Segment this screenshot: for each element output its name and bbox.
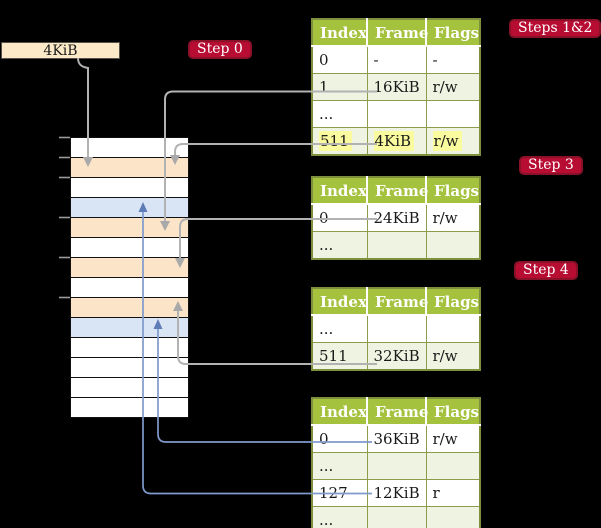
table-cell: r/w [425,424,481,453]
page-size-label: 4KiB [43,42,78,59]
header-cell-frame: Frame [367,398,428,426]
table-cell: 127 [311,479,368,507]
header-cell-frame: Frame [367,288,428,316]
table-cell: 0 [311,45,368,74]
table-cell [366,314,427,343]
header-cell-index: Index [312,19,368,47]
header-cell-frame: Frame [367,177,428,205]
table-cell: - [366,45,427,74]
memory-frame-peach [71,218,188,238]
table-cell: r/w [425,342,481,371]
memory-frame-blue [71,198,188,218]
memory-frame-white [71,178,188,198]
header-cell-index: Index [312,177,368,205]
table-cell: 32KiB [366,342,427,371]
memory-frame-peach [71,158,188,178]
memory-frame-peach [71,258,188,278]
header-cell-flags: Flags [426,19,480,47]
table-row: 0-- [311,45,481,74]
header-cell-flags: Flags [426,288,480,316]
table-cell: - [425,45,481,74]
table-cell: ... [311,314,368,343]
header-cell-index: Index [312,398,368,426]
table-cell: r/w [425,203,481,232]
memory-frame-peach [71,298,188,318]
header-cell-flags: Flags [426,398,480,426]
table-cell [366,506,427,528]
table-cell: 511 [311,127,368,156]
table-row: ... [311,452,481,480]
table-cell [366,100,427,128]
table-cell [425,452,481,480]
badge-step-4: Step 4 [514,261,578,280]
table-cell [425,314,481,343]
table-cell: 36KiB [366,424,427,453]
table-cell: 0 [311,424,368,453]
table-cell: ... [311,100,368,128]
table-cell [425,506,481,528]
table-cell: 16KiB [366,73,427,101]
memory-frame-white [71,398,188,417]
table-row: ... [311,231,481,260]
memory-frame-white [71,378,188,398]
physical-memory-stack [70,137,189,418]
table-cell: 0 [311,203,368,232]
table-cell: r/w [425,127,481,156]
header-cell-frame: Frame [367,19,428,47]
table-row: ... [311,100,481,128]
table-cell: ... [311,506,368,528]
table-cell: r [425,479,481,507]
table-cell [425,231,481,260]
table-cell: ... [311,231,368,260]
table-cell: 12KiB [366,479,427,507]
memory-frame-white [71,338,188,358]
badge-step-3: Step 3 [519,156,583,175]
memory-frame-blue [71,318,188,338]
table-row: ... [311,314,481,343]
table-cell [425,100,481,128]
memory-frame-white [71,278,188,298]
table-cell: r/w [425,73,481,101]
table-cell: 24KiB [366,203,427,232]
memory-frame-white [71,358,188,378]
table-cell: 4KiB [366,127,427,156]
address-tick-marks [59,136,70,299]
header-cell-flags: Flags [426,177,480,205]
badge-step-0: Step 0 [188,40,252,59]
page-size-box: 4KiB [1,42,120,59]
table-cell [366,452,427,480]
table-cell: 511 [311,342,368,371]
table-cell [366,231,427,260]
memory-frame-white [71,238,188,258]
table-cell: 1 [311,73,368,101]
table-row: ... [311,506,481,528]
badge-steps-1-2: Steps 1&2 [509,19,601,38]
header-cell-index: Index [312,288,368,316]
memory-frame-white [71,138,188,158]
table-cell: ... [311,452,368,480]
